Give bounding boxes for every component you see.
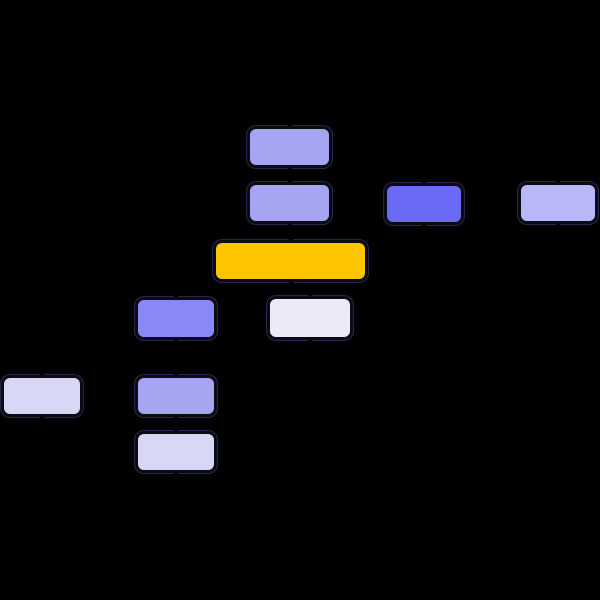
edge-connector-stub bbox=[174, 426, 178, 431]
edge-connector-stub bbox=[556, 224, 560, 229]
flow-node-2[interactable] bbox=[247, 177, 332, 229]
edge-connector-stub bbox=[287, 224, 292, 229]
edge-connector-stub bbox=[422, 178, 426, 183]
flow-node-9[interactable] bbox=[135, 370, 217, 422]
flow-node-3[interactable] bbox=[213, 235, 368, 287]
flow-node-5[interactable] bbox=[518, 177, 598, 229]
edge-connector-stub bbox=[174, 292, 178, 297]
edge-connector-stub bbox=[422, 225, 426, 230]
edge-connector-stub bbox=[288, 282, 293, 287]
flow-node-10[interactable] bbox=[135, 426, 217, 478]
edge-connector-stub bbox=[174, 370, 178, 375]
edge-connector-stub bbox=[174, 417, 178, 422]
edge-connector-stub bbox=[308, 291, 312, 296]
edge-connector-stub bbox=[288, 235, 293, 240]
edge-connector-stub bbox=[174, 473, 178, 478]
flow-node-6[interactable] bbox=[135, 292, 217, 345]
edge-connector-stub bbox=[40, 417, 44, 422]
edge-connector-stub bbox=[287, 168, 292, 173]
flow-node-4[interactable] bbox=[384, 178, 464, 230]
edge-connector-stub bbox=[287, 121, 292, 126]
flow-node-1[interactable] bbox=[247, 121, 332, 173]
edge-connector-stub bbox=[40, 370, 44, 375]
edge-connector-stub bbox=[287, 177, 292, 182]
flow-node-8[interactable] bbox=[1, 370, 83, 422]
edge-connector-stub bbox=[174, 340, 178, 345]
flow-node-7[interactable] bbox=[267, 291, 353, 345]
edge-connector-stub bbox=[308, 340, 312, 345]
edge-connector-stub bbox=[556, 177, 560, 182]
